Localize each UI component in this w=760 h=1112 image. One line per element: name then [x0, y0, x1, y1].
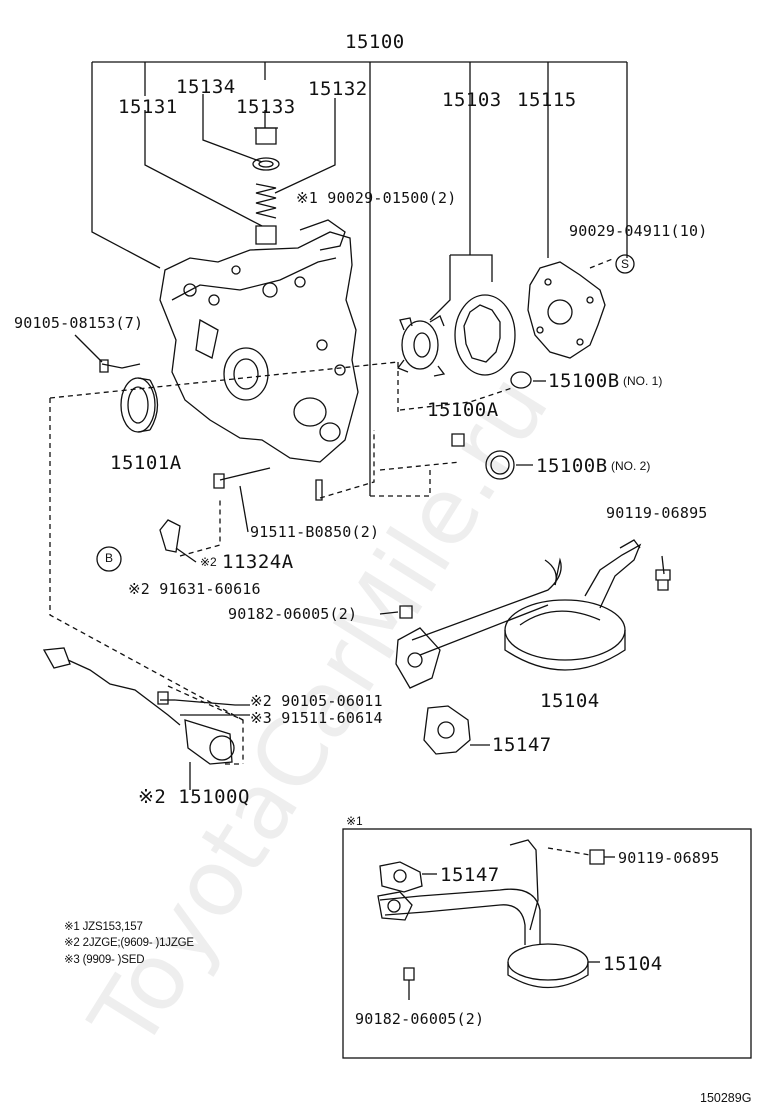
ref-b-label: B: [105, 551, 114, 565]
label-90182-06005: 90182-06005(2): [228, 605, 358, 623]
inset-label-15104: 15104: [603, 953, 663, 975]
inset-label-90182-06005: 90182-06005(2): [355, 1010, 485, 1028]
label-90105-08153: 90105-08153(7): [14, 314, 144, 332]
label-91631-60616: ※2 91631-60616: [128, 580, 261, 598]
inset-label-90119-06895: 90119-06895: [618, 849, 720, 867]
label-15131: 15131: [118, 96, 178, 118]
inset-mark: ※1: [346, 814, 363, 828]
label-90119-06895: 90119-06895: [606, 504, 708, 522]
label-15100Q: ※2 15100Q: [138, 786, 250, 808]
label-15104: 15104: [540, 690, 600, 712]
label-15101A: 15101A: [110, 452, 182, 474]
label-90029-04911: 90029-04911(10): [569, 222, 708, 240]
label-15100B-no1-suffix: (NO. 1): [623, 374, 663, 388]
label-15100A: 15100A: [427, 399, 499, 421]
diagram-code: 150289G: [700, 1091, 752, 1105]
label-15115: 15115: [517, 89, 577, 111]
label-15103: 15103: [442, 89, 502, 111]
note-2: ※2 2JZGE;(9609- )1JZGE: [64, 937, 194, 949]
inset-label-15147: 15147: [440, 864, 500, 886]
note-3: ※3 (9909- )SED: [64, 954, 145, 966]
label-90029-01500: ※1 90029-01500(2): [296, 189, 457, 207]
label-11324A-prefix: ※2: [200, 555, 217, 569]
label-15134: 15134: [176, 76, 236, 98]
label-15100B-no2-suffix: (NO. 2): [611, 459, 651, 473]
oil-pump-cover-outline: [159, 231, 359, 463]
label-15100B-no2: 15100B: [536, 455, 608, 477]
label-91511-60614: ※3 91511-60614: [250, 709, 383, 727]
label-15100B-no1: 15100B: [548, 370, 620, 392]
label-15132: 15132: [308, 78, 368, 100]
note-1: ※1 JZS153,157: [64, 921, 143, 933]
circle-s-label: S: [621, 257, 630, 271]
label-15133: 15133: [236, 96, 296, 118]
label-90105-06011: ※2 90105-06011: [250, 692, 383, 710]
leader-15100-to-cover: [91, 62, 161, 269]
label-91511-B0850: 91511-B0850(2): [250, 523, 380, 541]
inset-frame: [342, 828, 752, 1059]
label-15100: 15100: [345, 31, 405, 53]
label-15147: 15147: [492, 734, 552, 756]
label-11324A: 11324A: [222, 551, 294, 573]
